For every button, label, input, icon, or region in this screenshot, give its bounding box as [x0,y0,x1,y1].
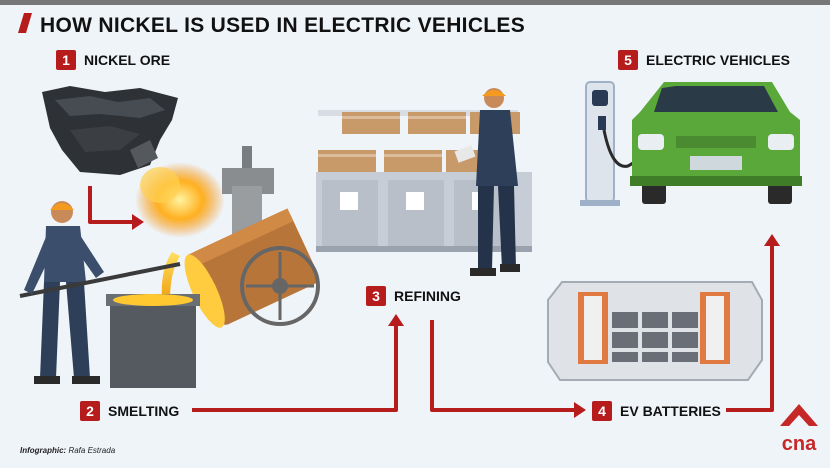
step-electric-vehicles: 5 ELECTRIC VEHICLES [618,50,790,70]
electric-vehicle-illustration [580,81,802,206]
step-label: REFINING [394,288,461,304]
title-slash-icon [18,13,32,33]
top-bar [0,0,830,5]
step-label: SMELTING [108,403,180,419]
refining-illustration [316,88,532,276]
step-number-badge: 3 [366,286,386,306]
step-smelting: 2 SMELTING [80,401,179,421]
page-title: HOW NICKEL IS USED IN ELECTRIC VEHICLES [40,14,526,37]
step-number-badge: 4 [592,401,612,421]
battery-illustration [547,281,763,381]
credit-author: Rafa Estrada [68,446,116,455]
flow-arrowheads [132,214,780,418]
credit-prefix: Infographic: [20,446,67,455]
step-label: ELECTRIC VEHICLES [646,52,790,68]
logo-text: cna [782,433,817,455]
smelting-illustration [19,146,320,388]
step-nickel-ore: 1 NICKEL ORE [56,50,170,70]
step-refining: 3 REFINING [366,286,461,306]
credit-line: Infographic: Rafa Estrada [20,446,115,455]
step-label: NICKEL ORE [84,52,171,68]
step-number-badge: 5 [618,50,638,70]
nickel-ore-illustration [42,86,178,175]
step-number-badge: 1 [56,50,76,70]
cna-logo-icon: cna [780,404,818,455]
flow-arrows [88,186,774,412]
step-ev-batteries: 4 EV BATTERIES [592,401,721,421]
step-label: EV BATTERIES [620,403,721,419]
step-number-badge: 2 [80,401,100,421]
